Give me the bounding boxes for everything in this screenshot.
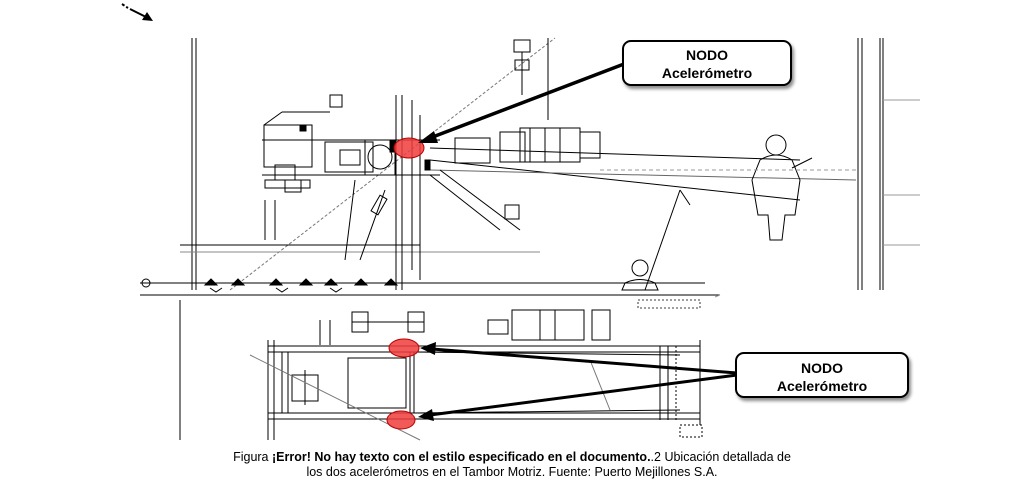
caption-line1-suffix: .2 Ubicación detallada de [650,450,791,464]
caption-prefix: Figura [233,450,272,464]
callout-bottom-line2: Acelerómetro [776,378,868,394]
node-marker-bottom-upper [388,338,420,358]
caption-error-text: ¡Error! No hay texto con el estilo espec… [271,450,651,464]
arrows-bottom [418,342,738,421]
cursor-arrow-icon [121,3,153,21]
callout-top-line2: Acelerómetro [661,65,753,81]
node-marker-top [393,137,425,159]
caption-line1: Figura ¡Error! No hay texto con el estil… [0,450,1024,465]
caption-line2: los dos acelerómetros en el Tambor Motri… [306,465,718,479]
arrow-top [418,62,625,143]
callout-bottom-line1: NODO [801,360,843,376]
dotted-label-box [637,299,701,309]
bottom-drawing [179,300,703,441]
callout-node-accelerometer-bottom: NODO Acelerómetro [735,352,909,398]
node-marker-bottom-lower [386,410,416,430]
callout-top-line1: NODO [686,47,728,63]
figure-caption: Figura ¡Error! No hay texto con el estil… [0,450,1024,480]
callout-node-accelerometer-top: NODO Acelerómetro [622,40,792,86]
top-drawing [140,37,920,298]
